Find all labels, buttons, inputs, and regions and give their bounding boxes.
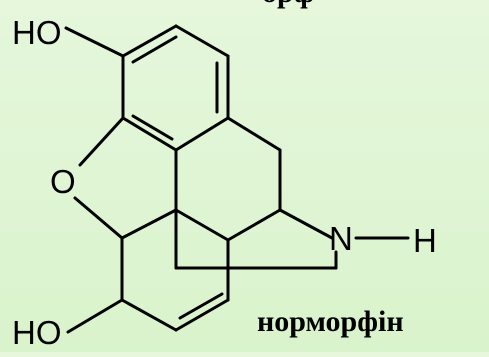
bond — [66, 298, 124, 334]
atom-nitrogen: N — [329, 220, 353, 257]
atom-ho-top: HO — [12, 14, 62, 51]
atom-ho-bottom: HO — [12, 314, 62, 351]
bond — [174, 24, 230, 58]
atom-oxygen: O — [50, 163, 76, 200]
bond — [64, 26, 125, 58]
bond-double — [131, 114, 174, 141]
bond — [121, 116, 178, 152]
atom-hydrogen: H — [413, 222, 437, 259]
bond — [226, 116, 282, 152]
bond — [73, 196, 124, 240]
bond — [226, 208, 282, 242]
bond — [120, 298, 178, 332]
bond — [278, 208, 334, 240]
top-label-partial: орф — [262, 0, 314, 8]
bond-double — [131, 35, 178, 64]
bond — [174, 116, 230, 152]
compound-name: норморфін — [257, 305, 404, 338]
bond — [174, 208, 230, 242]
bond-double — [178, 292, 224, 320]
bond — [120, 208, 178, 240]
bonds — [64, 24, 410, 334]
bond — [121, 24, 178, 58]
bond — [78, 116, 125, 167]
bond — [174, 298, 230, 332]
